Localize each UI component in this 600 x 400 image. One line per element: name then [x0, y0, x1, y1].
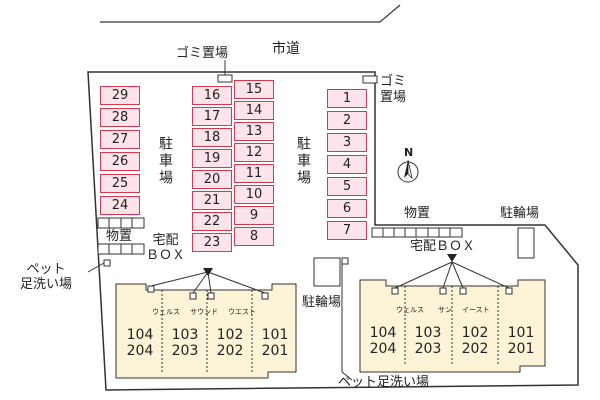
parking-space: 1: [327, 89, 367, 108]
bicycle-area-right: [517, 227, 535, 259]
parking-space: 11: [234, 164, 274, 183]
parking-space: 21: [192, 191, 232, 210]
unit-name-label: ウェルス: [152, 308, 180, 316]
parking-space: 20: [192, 170, 232, 189]
pet-wash-left-marker: [103, 259, 111, 267]
unit-name-label: ウェルス: [396, 306, 424, 314]
parking-space: 16: [192, 86, 232, 105]
storage-label-left: 物置: [106, 229, 133, 244]
parking-space: 24: [100, 196, 140, 215]
building-left: [115, 268, 297, 379]
street-edge-line: [379, 4, 401, 23]
parking-space: 14: [234, 101, 274, 120]
parking-space: 27: [100, 130, 140, 149]
room-number: 202: [216, 343, 244, 359]
parking-space: 8: [234, 227, 274, 246]
parking-label-left: 駐車場: [157, 136, 173, 187]
delivery-box-label-left: 宅配 ＢＯＸ: [146, 233, 186, 263]
pet-wash-left-leader: [87, 262, 105, 273]
room-number: 203: [171, 343, 199, 359]
room-number: 204: [126, 343, 154, 359]
garbage-box-right: [362, 75, 378, 84]
parking-space: 3: [327, 133, 367, 152]
parking-space: 5: [327, 177, 367, 196]
room-number: 102: [461, 325, 489, 341]
room-number: 103: [171, 327, 199, 343]
parking-space: 4: [327, 155, 367, 174]
pet-wash-label-left: ペット 足洗い場: [20, 262, 73, 292]
parking-space: 25: [100, 174, 140, 193]
delivery-box-label-right: 宅配ＢＯＸ: [410, 239, 476, 254]
room-number: 101: [261, 327, 289, 343]
parking-space: 23: [192, 233, 232, 252]
unit-name-label: イースト: [462, 306, 490, 314]
parking-space: 15: [234, 80, 274, 99]
parking-space: 6: [327, 199, 367, 218]
bicycle-area-center: [313, 257, 341, 287]
garbage-box-top: [217, 74, 233, 83]
room-number: 104: [126, 327, 154, 343]
street-label: 市道: [272, 41, 300, 57]
parking-label-right: 駐車場: [295, 136, 311, 187]
unit-name-label: サウンド: [190, 308, 218, 316]
bicycle-label-center: 駐輪場: [302, 295, 342, 310]
parking-space: 17: [192, 107, 232, 126]
compass-north-label: N: [404, 146, 414, 159]
parking-space: 19: [192, 149, 232, 168]
parking-space: 29: [100, 86, 140, 105]
parking-space: 9: [234, 206, 274, 225]
room-number: 104: [369, 325, 397, 341]
room-number: 102: [216, 327, 244, 343]
storage-right: [371, 227, 463, 238]
parking-space: 28: [100, 108, 140, 127]
garbage-label-right: ゴミ 置場: [380, 74, 407, 105]
room-number: 202: [461, 341, 489, 357]
building-right: [341, 254, 546, 381]
room-number: 203: [414, 341, 442, 357]
unit-name-label: ウエスト: [228, 308, 256, 316]
room-number: 201: [507, 341, 535, 357]
bicycle-marker: [341, 257, 349, 265]
garbage-label-top: ゴミ置場: [176, 46, 229, 61]
room-number: 101: [507, 325, 535, 341]
parking-space: 18: [192, 128, 232, 147]
room-number: 103: [414, 325, 442, 341]
pet-wash-label-bottom: ペット足洗い場: [338, 375, 430, 390]
room-number: 204: [369, 341, 397, 357]
storage-label-right: 物置: [404, 206, 431, 221]
parking-space: 22: [192, 212, 232, 231]
parking-space: 7: [327, 221, 367, 240]
bicycle-label-right: 駐輪場: [500, 206, 540, 221]
parking-space: 2: [327, 111, 367, 130]
compass-icon: [397, 159, 419, 183]
unit-name-label: サン: [438, 306, 452, 314]
parking-space: 26: [100, 152, 140, 171]
parking-space: 10: [234, 185, 274, 204]
room-number: 201: [261, 343, 289, 359]
parking-space: 12: [234, 143, 274, 162]
parking-space: 13: [234, 122, 274, 141]
storage-left: [97, 217, 145, 255]
